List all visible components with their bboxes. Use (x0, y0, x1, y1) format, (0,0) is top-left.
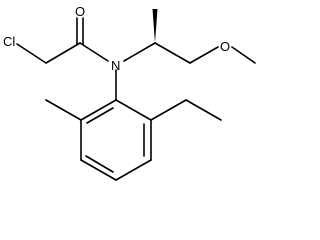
bond-ring-methyl (45, 99, 82, 121)
ring-double-bond-3 (86, 107, 114, 124)
atom-labels: Cl O N O (3, 4, 230, 73)
ether-oxygen-label: O (220, 39, 230, 54)
bond-chiral-carbon-methylene (154, 42, 191, 64)
ring-double-bond-2 (85, 155, 114, 173)
nitrogen-label: N (111, 58, 120, 73)
bond-nitrogen-chiral-carbon (123, 42, 156, 62)
chlorine-label: Cl (3, 34, 15, 49)
ring-bond-4 (80, 159, 117, 181)
ring-bond-6 (80, 99, 117, 121)
bond-ethyl-methyl (185, 99, 222, 121)
bond-methylene-ether-oxygen (189, 46, 219, 64)
ring-bond-3 (115, 159, 152, 181)
stereo-wedge-bond (152, 9, 158, 43)
carbonyl-oxygen-label: O (75, 4, 85, 19)
bond-cl-ch2 (16, 43, 47, 64)
ring-bond-1 (115, 99, 152, 121)
bonds (16, 17, 256, 181)
bond-carbonyl-nitrogen (79, 42, 109, 62)
bond-ring-ethyl (150, 99, 187, 121)
chemical-structure-diagram: Cl O N O (3, 4, 256, 181)
bond-ether-oxygen-methyl (231, 46, 256, 64)
bond-ch2-carbonyl (45, 42, 81, 64)
